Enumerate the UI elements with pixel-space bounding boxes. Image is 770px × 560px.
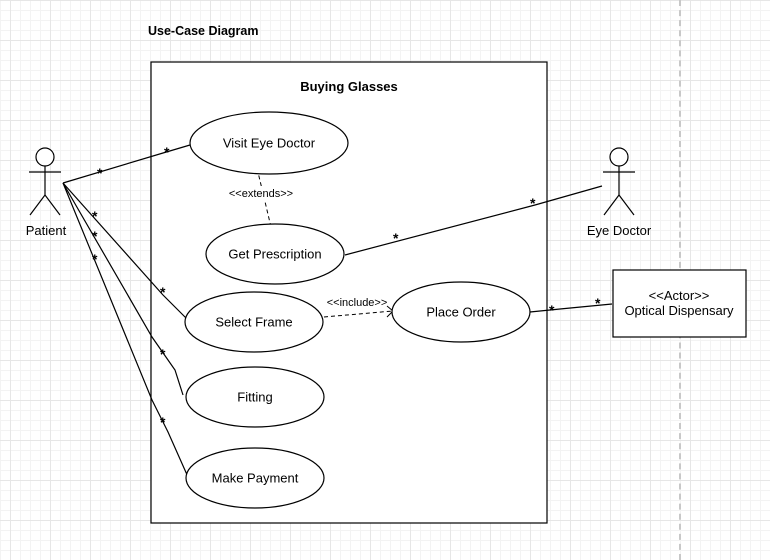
- multiplicity: *: [92, 208, 98, 224]
- actor-patient-icon[interactable]: [29, 147, 61, 216]
- multiplicity: *: [164, 144, 170, 160]
- assoc-order-dispensary: [529, 303, 613, 313]
- assoc-eyedoctor-prescription: [344, 185, 603, 256]
- associations: [62, 144, 613, 478]
- use-case-visit-eye-doctor[interactable]: Visit Eye Doctor: [189, 111, 349, 175]
- extends-label: <<extends>>: [229, 188, 293, 200]
- use-case-label: Make Payment: [212, 471, 299, 486]
- include-label: <<include>>: [327, 297, 388, 309]
- assoc-patient-visit: [62, 144, 191, 184]
- actor-patient-label: Patient: [26, 223, 67, 238]
- optical-dispensary-name: Optical Dispensary: [624, 303, 734, 318]
- use-case-label: Visit Eye Doctor: [223, 136, 316, 151]
- multiplicity: *: [92, 228, 98, 244]
- multiplicity: *: [160, 284, 166, 300]
- use-case-label: Fitting: [237, 390, 272, 405]
- use-case-place-order[interactable]: Place Order: [391, 281, 531, 343]
- use-case-label: Get Prescription: [228, 247, 321, 262]
- multiplicity: *: [530, 195, 536, 211]
- actor-eye-doctor-label: Eye Doctor: [587, 223, 652, 238]
- use-case-label: Select Frame: [215, 315, 292, 330]
- multiplicity: *: [97, 165, 103, 181]
- multiplicity: *: [549, 302, 555, 318]
- use-case-fitting[interactable]: Fitting: [185, 366, 325, 428]
- multiplicity: *: [92, 251, 98, 267]
- actor-eye-doctor-icon[interactable]: [603, 147, 635, 216]
- system-boundary-title: Buying Glasses: [300, 79, 398, 94]
- actor-optical-dispensary[interactable]: <<Actor>> Optical Dispensary: [612, 269, 747, 338]
- use-case-make-payment[interactable]: Make Payment: [185, 447, 325, 509]
- assoc-patient-select: [62, 182, 188, 320]
- multiplicity: *: [160, 414, 166, 430]
- include-arrow: [323, 310, 394, 318]
- diagram-title: Use-Case Diagram: [148, 24, 259, 38]
- assoc-patient-payment: [62, 182, 189, 478]
- multiplicity: *: [595, 295, 601, 311]
- assoc-patient-fitting: [62, 182, 184, 396]
- use-case-label: Place Order: [426, 305, 496, 320]
- use-case-get-prescription[interactable]: Get Prescription: [205, 223, 345, 285]
- use-case-select-frame[interactable]: Select Frame: [184, 291, 324, 353]
- optical-dispensary-stereotype: <<Actor>>: [649, 288, 710, 303]
- multiplicity: *: [393, 230, 399, 246]
- multiplicity-markers: * * * * * * * * * * * *: [92, 144, 601, 430]
- extends-label-bg: [225, 186, 299, 200]
- multiplicity: *: [160, 346, 166, 362]
